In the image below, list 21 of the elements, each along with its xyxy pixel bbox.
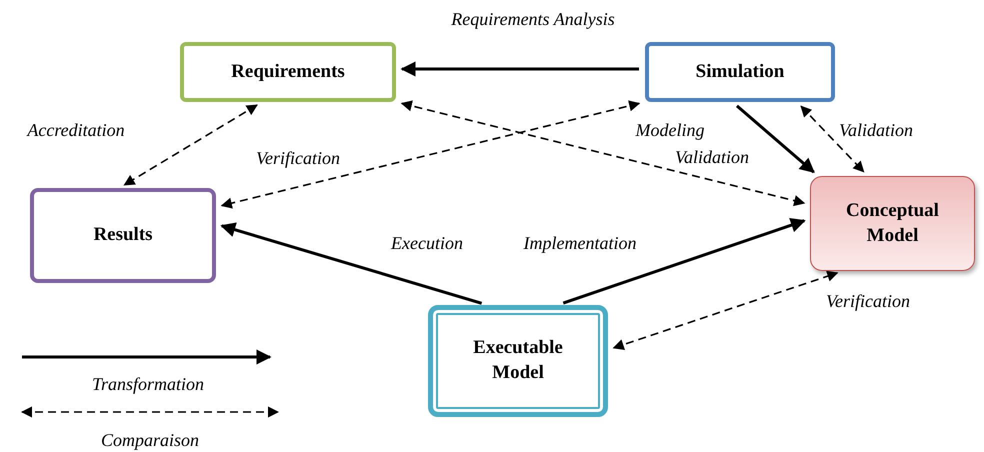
- process-box: [30, 188, 216, 283]
- edge-label: Verification: [824, 291, 912, 313]
- node-label: Simulation: [696, 60, 784, 84]
- arrow: [736, 104, 815, 174]
- dashed-arrow: [800, 106, 864, 172]
- arrow: [562, 218, 806, 304]
- node-label: Requirements: [231, 60, 345, 84]
- process-box: [645, 42, 835, 102]
- dashed-arrow: [400, 100, 806, 206]
- node-label: Results: [93, 223, 153, 248]
- dashed-arrow: [123, 104, 258, 186]
- arrow: [220, 222, 482, 305]
- node-label: Conceptual Model: [845, 198, 940, 248]
- dashed-arrow: [220, 100, 640, 209]
- process-box: [428, 305, 608, 417]
- process-box: [810, 176, 975, 271]
- edge-label: Verification: [254, 148, 342, 170]
- node-label: Executable Model: [472, 336, 564, 385]
- requirements-box: [180, 42, 396, 102]
- dashed-arrow: [612, 270, 838, 350]
- arrow: [400, 62, 639, 76]
